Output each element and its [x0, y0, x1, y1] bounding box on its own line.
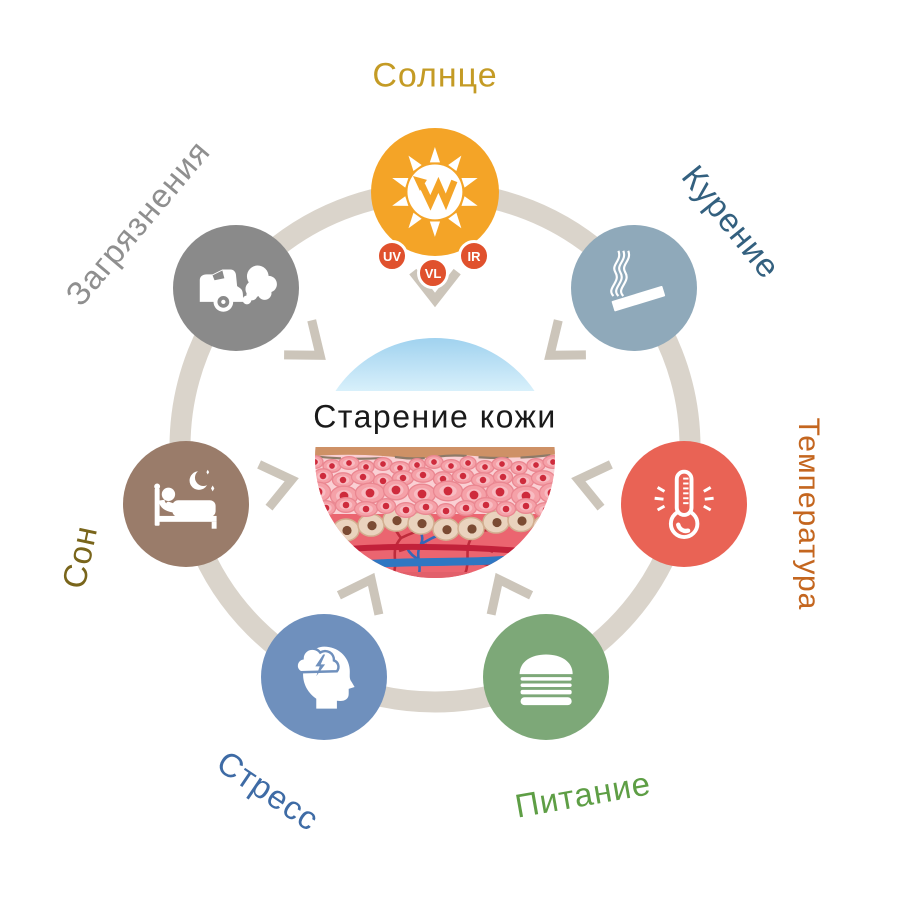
vl-badge: VL	[417, 257, 449, 289]
center-title: Старение кожи	[313, 398, 557, 435]
skin-cross-section-illustration	[315, 338, 555, 578]
burger-icon	[519, 654, 573, 705]
car-exhaust-icon	[199, 265, 277, 312]
factor-stress-circle	[261, 614, 387, 740]
sun-icon	[392, 147, 478, 237]
ir-badge: IR	[458, 240, 490, 272]
factor-pollution-circle	[173, 225, 299, 351]
corneum-layer	[315, 447, 555, 459]
stressed-head-icon	[295, 646, 355, 709]
uv-badge-label: UV	[382, 248, 402, 264]
inward-chevron	[571, 460, 613, 511]
cigarette-icon	[610, 250, 665, 312]
sleep-bed-icon	[154, 469, 217, 529]
vein	[334, 553, 538, 571]
factor-sun-circle	[371, 128, 499, 256]
inward-chevron	[486, 572, 534, 616]
sky-arc	[315, 338, 555, 391]
uv-badge: UV	[376, 240, 408, 272]
factor-sleep-circle	[123, 441, 249, 567]
inward-chevron	[257, 460, 299, 511]
center-circle	[315, 338, 555, 578]
factor-smoking-circle	[571, 225, 697, 351]
ir-badge-label: IR	[467, 248, 481, 264]
inward-chevron	[544, 319, 586, 360]
inward-chevron	[284, 319, 326, 360]
inward-chevron	[336, 572, 384, 616]
factor-nutrition-circle	[483, 614, 609, 740]
skin-cells	[315, 455, 555, 542]
factor-temperature-circle	[621, 441, 747, 567]
label-temperature: Температура	[792, 417, 825, 611]
label-sun: Солнце	[372, 56, 498, 95]
thermometer-icon	[654, 469, 714, 539]
vl-badge-label: VL	[424, 265, 442, 281]
